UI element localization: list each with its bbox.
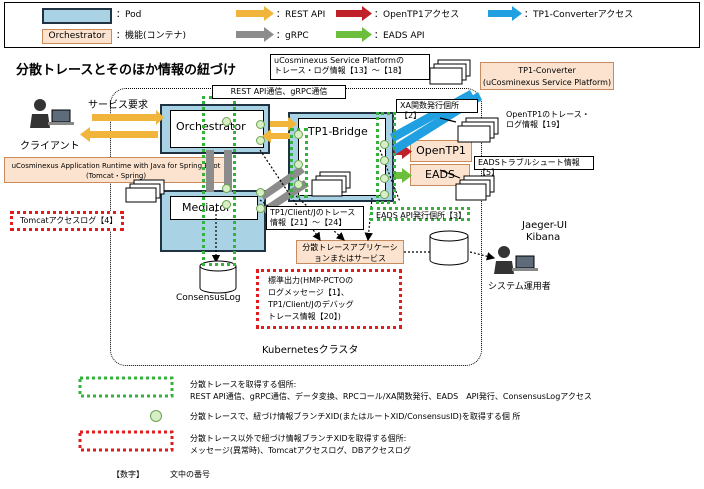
consensus-log-label: ConsensusLog — [176, 293, 241, 303]
xa-issue-text: XA関数発行個所【2】 — [400, 101, 459, 120]
xa-issue-note: XA関数発行個所【2】 — [396, 99, 478, 120]
eads-api-note: EADS API発行個所【3】 — [370, 207, 470, 221]
legend-function-swatch: Orchestrator — [42, 29, 112, 44]
rest-grpc-note-text: REST API通信、gRPC通信 — [230, 87, 328, 96]
client-label: クライアント — [20, 141, 80, 152]
legend-grpc-arrow — [236, 27, 274, 42]
trace-point — [222, 117, 231, 126]
legend-eads-label: ：EADS API — [374, 31, 425, 41]
usp-log-line2: トレース・ログ情報【13】～【18】 — [274, 65, 406, 75]
mediator-shadow — [170, 196, 258, 220]
eads-box: EADS — [410, 164, 470, 186]
runtime-box: uCosminexus Application Runtime with Jav… — [4, 157, 228, 183]
openTP1-box: OpenTP1 — [410, 140, 472, 162]
legend-openTP1-label: ：OpenTP1アクセス — [374, 10, 460, 20]
trace-point — [222, 200, 231, 209]
number-legend-label: 【数字】 — [112, 470, 144, 479]
stdout-line3: TP1/Client/Jのデバッグ — [268, 300, 354, 309]
app-service-box: 分散トレースアプリケーションまたはサービス — [296, 240, 404, 264]
trace-point — [294, 180, 303, 189]
openTP1-label: OpenTP1 — [416, 144, 466, 157]
legend-function-label: ：機能(コンテナ) — [116, 31, 187, 41]
eads-api-text: EADS API発行個所【3】 — [376, 211, 467, 220]
usp-log-line1: uCosminexus Service Platformの — [274, 56, 404, 65]
operator-label: システム運用者 — [488, 282, 551, 292]
tomcat-log-frame — [10, 211, 124, 231]
tp1bridge-label: TP1-Bridge — [308, 125, 368, 138]
trace-point — [380, 190, 389, 199]
app-service-label: 分散トレースアプリケーションまたはサービス — [302, 243, 398, 263]
orchestrator-shadow — [170, 110, 264, 148]
legend-pod-swatch — [42, 8, 112, 24]
trace-point — [256, 188, 265, 197]
trace-point — [256, 136, 265, 145]
jaeger-db-icon — [429, 230, 469, 266]
eads-trouble-text: EADSトラブルシュート情報【5】 — [478, 158, 580, 177]
openTP1-trace-line2: ログ情報【19】 — [506, 120, 565, 129]
tp1client-line2: 情報【21】～【24】 — [270, 217, 347, 227]
trace-point — [380, 174, 389, 183]
green-legend-title: 分散トレースを取得する個所: — [190, 380, 297, 389]
tp1bridge-trace-frame — [290, 128, 308, 198]
mediator-label: Mediator — [182, 201, 231, 214]
number-legend-desc: 文中の番号 — [170, 470, 210, 479]
usp-log-note: uCosminexus Service Platformの トレース・ログ情報【… — [270, 54, 430, 80]
legend-grpc-label: ：gRPC — [276, 31, 309, 41]
red-legend-desc: メッセージ(異常時)、Tomcatアクセスログ、DBアクセスログ — [190, 446, 412, 455]
client-person-icon — [30, 99, 74, 128]
trace-point — [256, 204, 265, 213]
stdout-frame — [256, 269, 402, 329]
trace-point — [294, 130, 303, 139]
runtime-line2: (Tomcat・Spring) — [85, 172, 147, 180]
stdout-line1: 標準出力(HMP-PCTOの — [268, 276, 354, 285]
legend-pod-label: ：Pod — [116, 10, 142, 20]
rest-grpc-note: REST API通信、gRPC通信 — [212, 85, 346, 99]
legend-trace-dot — [150, 410, 162, 422]
legend-eads-arrow — [336, 27, 372, 42]
trace-point — [294, 160, 303, 169]
green-legend-desc: REST API通信、gRPC通信、データ変換、RPCコール/XA関数発行、EA… — [190, 392, 592, 401]
stdout-line2: ログメッセージ【1】、 — [268, 288, 349, 297]
stdout-line4: トレース情報【20】) — [268, 312, 341, 321]
page-title: 分散トレースとそのほか情報の紐づけ — [16, 63, 236, 78]
eads-trouble-note: EADSトラブルシュート情報【5】 — [474, 156, 594, 177]
tp1converter-title: TP1-Converter — [518, 66, 576, 75]
legend-orchestrator-text: Orchestrator — [48, 31, 106, 41]
tp1converter-sub: (uCosminexus Service Platform) — [482, 78, 612, 87]
tp1converter-box: TP1-Converter (uCosminexus Service Platf… — [480, 62, 614, 90]
service-request-label: サービス要求 — [88, 100, 148, 111]
legend-tp1conv-label: ：TP1-Converterアクセス — [524, 10, 634, 20]
xa-trace-frame — [376, 112, 396, 204]
kubernetes-label: Kubernetesクラスタ — [262, 345, 359, 356]
openTP1-trace-line1: OpenTP1のトレース・ — [506, 110, 590, 119]
tomcat-log-label: Tomcatアクセスログ【4】 — [20, 216, 118, 225]
legend-rest-arrow — [236, 6, 274, 21]
trace-point — [380, 156, 389, 165]
tp1client-line1: TP1/Client/Jのトレース — [270, 208, 356, 217]
trace-point — [256, 120, 265, 129]
jaeger-label-line2: Kibana — [526, 232, 561, 243]
dot-legend-desc: 分散トレースで、紐づけ情報ブランチXID(またはルートXID/Consensus… — [190, 412, 521, 421]
legend-frame — [4, 2, 700, 48]
runtime-line1: uCosminexus Application Runtime with Jav… — [11, 162, 221, 170]
trace-point — [380, 140, 389, 149]
operator-person-icon — [494, 246, 538, 274]
legend-openTP1-arrow — [336, 6, 372, 21]
eads-label: EADS — [425, 168, 455, 181]
tp1client-note: TP1/Client/Jのトレース 情報【21】～【24】 — [266, 206, 364, 230]
legend-tp1conv-arrow — [488, 6, 522, 21]
trace-point — [222, 184, 231, 193]
legend-rest-label: ：REST API — [276, 10, 326, 20]
red-legend-title: 分散トレース以外で紐づけ情報ブランチXIDを取得する個所: — [190, 434, 407, 443]
jaeger-label-line1: Jaeger-UI — [522, 220, 568, 231]
